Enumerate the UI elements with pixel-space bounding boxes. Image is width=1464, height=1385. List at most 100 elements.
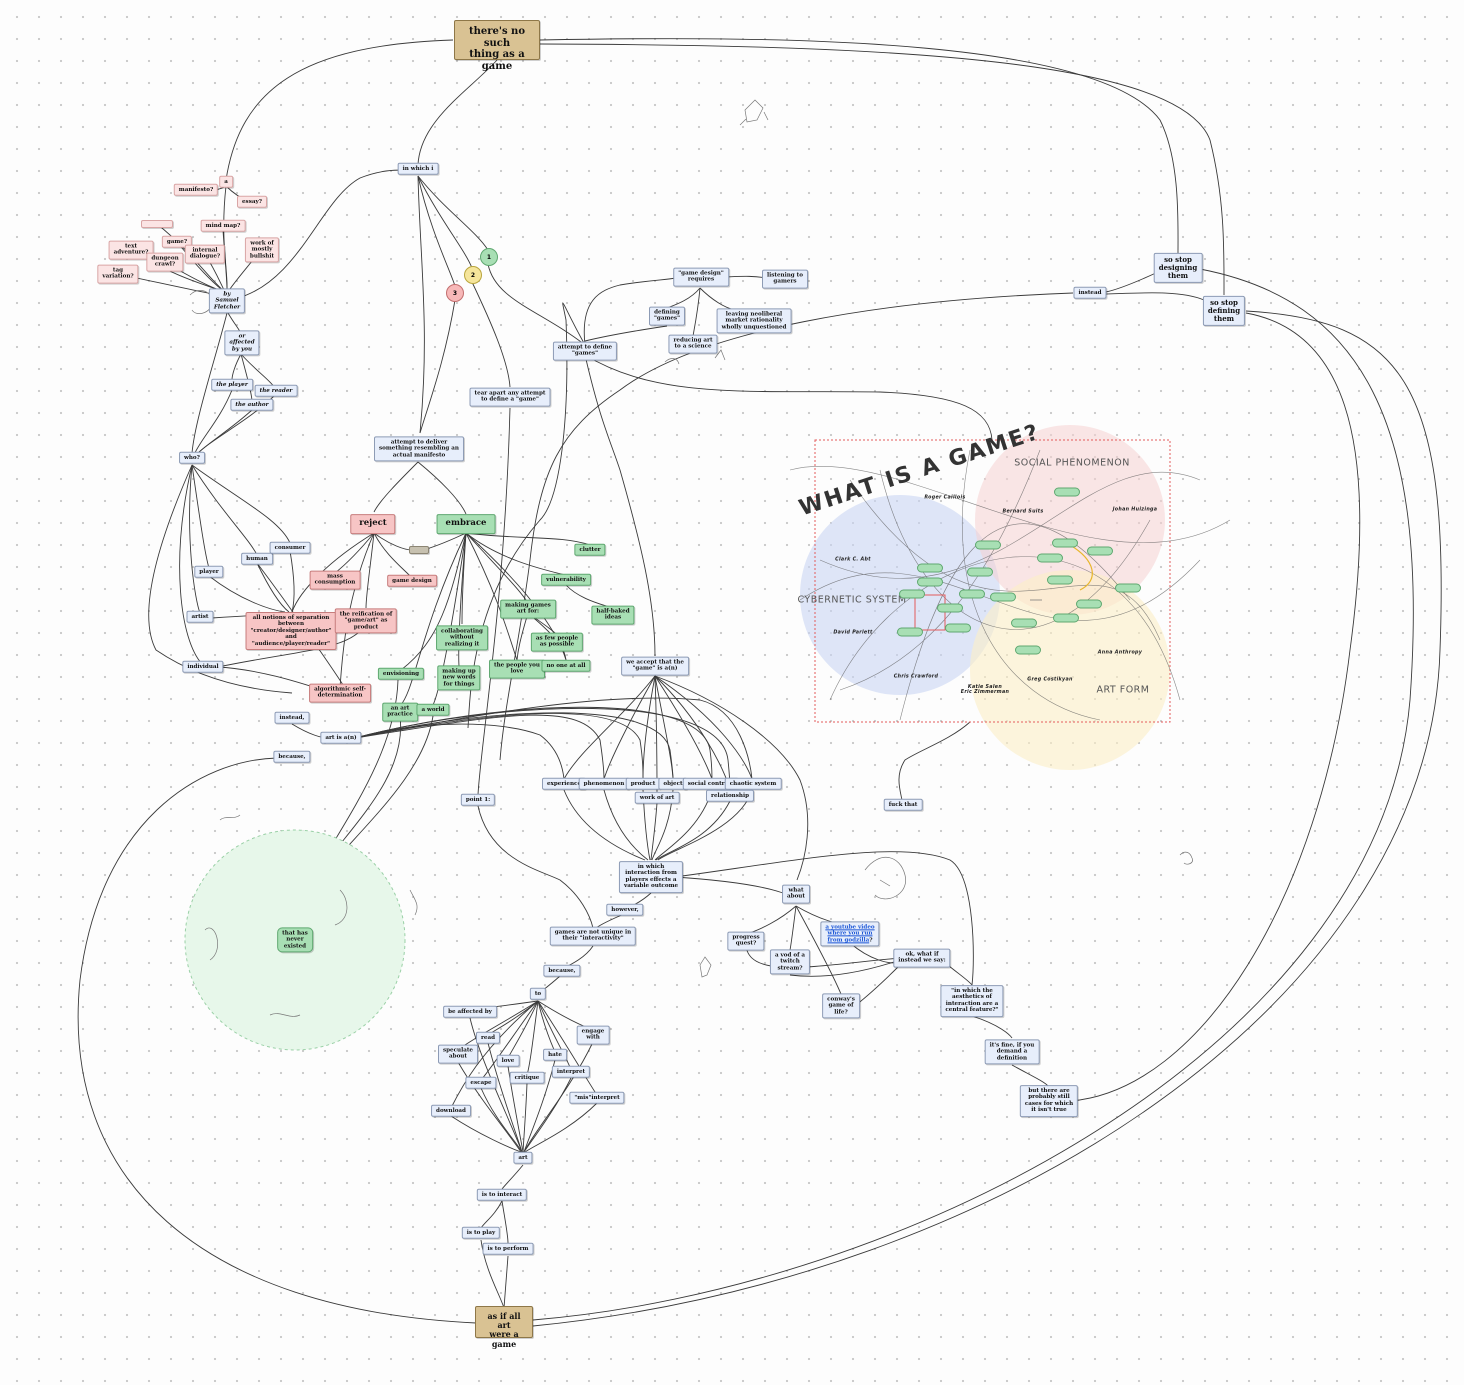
node-internal-dialogue[interactable]: internal dialogue?: [184, 244, 226, 264]
node-ok-what-if[interactable]: ok, what if instead we say:: [893, 948, 951, 968]
node-read[interactable]: read: [475, 1031, 501, 1045]
venn-node[interactable]: [1047, 575, 1073, 585]
node-conways[interactable]: conway's game of life?: [822, 993, 860, 1019]
node-algorithmic[interactable]: algorithmic self- determination: [309, 683, 371, 703]
node-by-author[interactable]: by Samuel Fletcher: [208, 288, 246, 314]
node-object[interactable]: object: [658, 777, 688, 791]
youtube-link[interactable]: a youtube video where you run from godzi…: [825, 924, 875, 944]
node-work-of-art[interactable]: work of art: [634, 791, 680, 805]
node-clutter[interactable]: clutter: [574, 543, 606, 557]
venn-node[interactable]: [1076, 599, 1102, 609]
pin-1[interactable]: 1: [480, 248, 498, 266]
node-envisioning[interactable]: envisioning: [377, 667, 425, 681]
node-placeholder[interactable]: [409, 546, 429, 554]
node-attempt-manifesto[interactable]: attempt to deliver something resembling …: [374, 436, 464, 462]
venn-node[interactable]: [959, 589, 985, 599]
node-tear-apart[interactable]: tear apart any attempt to define a "game…: [469, 387, 551, 407]
node-dungeon-crawl[interactable]: dungeon crawl?: [146, 252, 184, 272]
venn-node[interactable]: [1115, 583, 1141, 593]
node-is-to-play[interactable]: is to play: [461, 1226, 501, 1240]
venn-node[interactable]: [1087, 546, 1113, 556]
node-reification[interactable]: the reification of "game/art" as product: [334, 608, 398, 634]
node-half-baked[interactable]: half-baked ideas: [591, 605, 635, 625]
venn-node[interactable]: [1011, 618, 1037, 628]
node-mind-map[interactable]: mind map?: [200, 219, 246, 233]
node-collaborating[interactable]: collaborating without realizing it: [436, 625, 488, 651]
node-instead-left[interactable]: instead,: [274, 711, 310, 725]
node-artist[interactable]: artist: [186, 610, 214, 624]
node-misinterpret[interactable]: "mis"interpret: [569, 1091, 625, 1105]
node-critique[interactable]: critique: [509, 1071, 545, 1085]
node-tag-variation[interactable]: tag variation?: [97, 264, 139, 284]
node-download[interactable]: download: [431, 1104, 471, 1118]
venn-node[interactable]: [917, 563, 943, 573]
node-because-left[interactable]: because,: [273, 750, 311, 764]
node-love[interactable]: love: [496, 1054, 520, 1068]
node-a-world[interactable]: a world: [416, 703, 450, 717]
venn-node[interactable]: [937, 603, 963, 613]
node-in-which-i[interactable]: in which i: [397, 162, 439, 176]
venn-node[interactable]: [967, 567, 993, 577]
node-be-affected[interactable]: be affected by: [443, 1005, 497, 1019]
node-but-there-are[interactable]: but there are probably still cases for w…: [1019, 1085, 1079, 1117]
venn-node[interactable]: [899, 589, 925, 599]
title-node-bottom[interactable]: as if all art were a game: [475, 1306, 533, 1348]
node-point-1[interactable]: point 1:: [460, 793, 496, 807]
node-making-words[interactable]: making up new words for things: [437, 665, 481, 691]
venn-node[interactable]: [1054, 487, 1080, 497]
node-art-is[interactable]: art is a(n): [320, 731, 362, 745]
node-we-accept[interactable]: we accept that the "game" is a(n): [621, 656, 689, 676]
node-however[interactable]: however,: [606, 903, 644, 917]
node-who[interactable]: who?: [179, 451, 205, 465]
node-defining-games[interactable]: defining "games": [649, 306, 685, 326]
node-interpret[interactable]: interpret: [551, 1065, 591, 1079]
node-what-about[interactable]: what about: [782, 884, 810, 904]
node-in-which-aesthetics[interactable]: "in which the aesthetics of interaction …: [940, 985, 1004, 1017]
node-art[interactable]: art: [513, 1151, 533, 1165]
node-embrace[interactable]: embrace: [436, 514, 496, 534]
venn-node[interactable]: [945, 623, 971, 633]
node-is-to-interact[interactable]: is to interact: [476, 1188, 528, 1202]
node-vod[interactable]: a vod of a twitch stream?: [769, 949, 811, 975]
node-game-design-requires[interactable]: "game design" requires: [673, 267, 729, 287]
node-separation[interactable]: all notions of separation between "creat…: [245, 611, 337, 651]
node-individual[interactable]: individual: [182, 660, 224, 674]
node-engage-with[interactable]: engage with: [576, 1025, 610, 1045]
node-its-fine[interactable]: it's fine, if you demand a definition: [984, 1039, 1040, 1065]
node-the-author[interactable]: the author: [230, 398, 274, 412]
node-blank[interactable]: [141, 220, 173, 228]
venn-node[interactable]: [990, 592, 1016, 602]
node-relationship[interactable]: relationship: [705, 789, 755, 803]
node-hate[interactable]: hate: [543, 1048, 567, 1062]
node-making-games-for[interactable]: making games art for:: [500, 599, 556, 619]
venn-node[interactable]: [1037, 553, 1063, 563]
node-few-people[interactable]: as few people as possible: [530, 632, 584, 652]
pin-2[interactable]: 2: [464, 266, 482, 284]
node-mass-consumption[interactable]: mass consumption: [309, 570, 361, 590]
title-node-top[interactable]: there's no such thing as a game: [454, 20, 540, 72]
node-stop-defining[interactable]: so stop defining them: [1202, 295, 1246, 327]
node-human[interactable]: human: [241, 552, 273, 566]
node-reducing-art[interactable]: reducing art to a science: [668, 334, 718, 354]
node-neoliberal[interactable]: leaving neoliberal market rationality wh…: [716, 308, 792, 334]
node-the-reader[interactable]: the reader: [254, 384, 298, 398]
venn-node[interactable]: [1052, 538, 1078, 548]
node-work-of-bullshit[interactable]: work of mostly bullshit: [244, 237, 280, 263]
node-phenomenon[interactable]: phenomenon: [578, 777, 630, 791]
node-or-affected[interactable]: or affected by you: [224, 330, 260, 356]
node-fuck-that[interactable]: fuck that: [883, 798, 923, 812]
venn-node[interactable]: [1053, 613, 1079, 623]
node-a[interactable]: a: [219, 175, 233, 189]
node-reject[interactable]: reject: [350, 514, 396, 534]
node-people-you-love[interactable]: the people you love: [489, 659, 545, 679]
node-speculate[interactable]: speculate about: [438, 1044, 478, 1064]
node-player[interactable]: player: [194, 565, 224, 579]
node-attempt-define[interactable]: attempt to define "games": [552, 341, 618, 361]
node-stop-designing[interactable]: so stop designing them: [1153, 252, 1203, 284]
node-never-existed[interactable]: that has never existed: [277, 927, 313, 953]
node-progress-quest[interactable]: progress quest?: [727, 931, 765, 951]
venn-node[interactable]: [917, 577, 943, 587]
venn-node[interactable]: [975, 540, 1001, 550]
node-vulnerability[interactable]: vulnerability: [541, 573, 591, 587]
node-instead[interactable]: instead: [1073, 286, 1107, 300]
